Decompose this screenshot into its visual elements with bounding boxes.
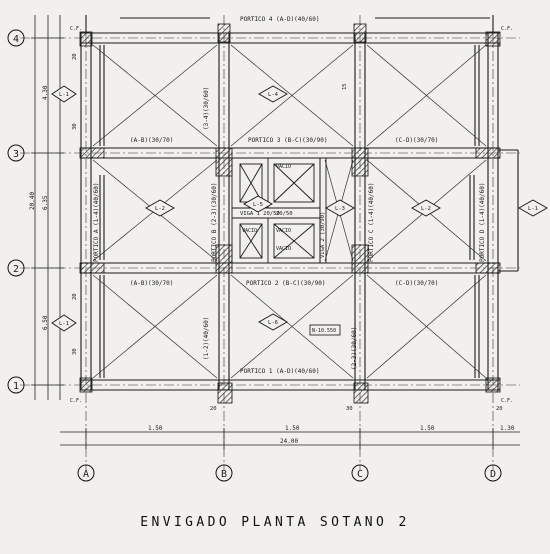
- drawing-title: ENVIGADO PLANTA SOTANO 2: [140, 515, 410, 530]
- slab-label-l2-left: L-2: [155, 206, 165, 212]
- bottom-dimension-lines: [60, 428, 520, 449]
- dim-bottom-2: 1.50: [285, 425, 300, 432]
- dim-left-3: 6.35: [42, 195, 49, 210]
- small-dimensions: 20 30 15 20 30 20 30 20: [72, 53, 503, 412]
- level-tag-box: [309, 324, 341, 336]
- dim-bottom-4: 1.30: [500, 425, 515, 432]
- beam-label-pa: PORTICO A (1-4)(40/60): [93, 183, 100, 262]
- dim-bottom-1: 1.50: [148, 425, 163, 432]
- beam-label-p2: PORTICO 2 (B-C)(30/90): [246, 280, 325, 287]
- cf-mark-1: C.F.: [70, 26, 82, 32]
- slab-label-l3: L-3: [335, 206, 345, 212]
- beam-labels: PORTICO 4 (A-D)(40/60) PORTICO 3 (B-C)(3…: [93, 16, 486, 375]
- void-label-4: VACIO: [276, 246, 291, 252]
- beam-label-pb-bot: (1-2)(40/60): [203, 317, 210, 360]
- slab-label-l1-bottom: L-1: [59, 321, 69, 327]
- slab-label-l1-top: L-1: [59, 92, 69, 98]
- beam-label-p3-right: (C-D)(30/70): [395, 137, 438, 144]
- dim-left-2: 20.40: [29, 192, 36, 210]
- slab-label-l6: L-6: [268, 320, 278, 326]
- slab-markers: [51, 85, 548, 332]
- slab-label-l1-right: L-1: [528, 206, 538, 212]
- axis-number-4: 4: [13, 34, 19, 45]
- beam-label-pd: PORTICO D (1-4)(40/60): [479, 183, 486, 262]
- small-dim-4: 20: [72, 293, 78, 300]
- small-dim-5: 30: [72, 348, 78, 355]
- columns: [79, 23, 501, 404]
- beam-label-p2-left: (A-B)(30/70): [130, 280, 173, 287]
- axis-letter-b: B: [221, 469, 227, 480]
- beam-label-p3-left: (A-B)(30/70): [130, 137, 173, 144]
- beam-label-pc: PORTICO C (1-4)(40/60): [368, 183, 375, 262]
- beam-outlines: [80, 15, 519, 391]
- small-dim-3: 15: [342, 83, 348, 90]
- beam-label-p3: PORTICO 3 (B-C)(30/90): [248, 137, 327, 144]
- cf-mark-3: C.F.: [70, 398, 82, 404]
- beam-label-p4: PORTICO 4 (A-D)(40/60): [240, 16, 319, 23]
- axis-number-1: 1: [13, 381, 19, 392]
- column-marks: C.F. C.F. C.F. C.F.: [70, 26, 513, 404]
- beam-label-pc-mid: (2-3)(30/60): [351, 327, 358, 370]
- slab-label-l2-right: L-2: [421, 206, 431, 212]
- axis-letter-d: D: [490, 469, 496, 480]
- small-dim-1: 20: [72, 53, 78, 60]
- slab-label-l4: L-4: [268, 92, 279, 98]
- dim-bottom-3: 1.50: [420, 425, 435, 432]
- void-label-3: VACIO: [242, 228, 257, 234]
- small-dim-2: 30: [72, 123, 78, 130]
- beam-label-p1: PORTICO 1 (A-D)(40/60): [240, 368, 319, 375]
- beam-label-pb-mid: PORTICO B (2-3)(30/60): [211, 183, 218, 262]
- beam-label-viga1: VIGA 1 20/50: [240, 211, 280, 217]
- level-tag: N-10.550: [312, 328, 336, 334]
- cf-mark-4: C.F.: [501, 398, 513, 404]
- beam-label-viga2: VIGA 2 (30/90): [320, 212, 326, 258]
- small-dim-7: 30: [346, 406, 353, 412]
- void-label-1: VACIO: [276, 164, 291, 170]
- axis-number-bubbles: [7, 29, 25, 394]
- beam-label-20-50: 20/50: [276, 211, 293, 217]
- axis-number-3: 3: [13, 149, 19, 160]
- axis-number-2: 2: [13, 264, 19, 275]
- dim-bottom-total: 24.00: [280, 438, 298, 445]
- beam-label-pb-top: (3-4)(30/60): [203, 87, 210, 130]
- dim-left-1: 6.50: [42, 315, 49, 330]
- slab-label-l5: L-5: [253, 202, 263, 208]
- void-label-2: VACIO: [276, 228, 291, 234]
- stair-core: [231, 157, 327, 264]
- dim-left-4: 4.30: [42, 85, 49, 100]
- axis-letter-c: C: [357, 469, 363, 480]
- small-dim-8: 20: [496, 406, 503, 412]
- stair-labels: VACIO VACIO VACIO VACIO: [242, 164, 291, 252]
- cf-mark-2: C.F.: [501, 26, 513, 32]
- axis-letter-a: A: [83, 469, 89, 480]
- small-dim-6: 20: [210, 406, 217, 412]
- axis-letter-bubbles: [77, 464, 502, 482]
- beam-label-p2-right: (C-D)(30/70): [395, 280, 438, 287]
